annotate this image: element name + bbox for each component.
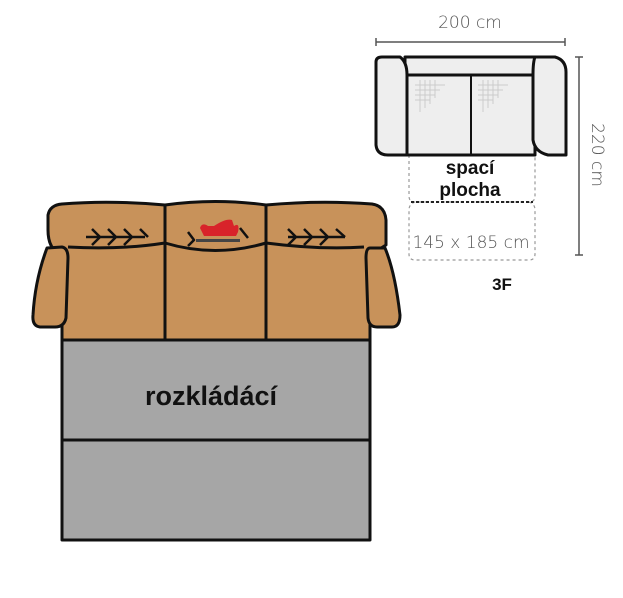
sleeping-area-size: 145 x 185 cm: [412, 233, 529, 253]
bed-label: rozkládácí: [145, 381, 279, 411]
sofa-backrest: [46, 200, 388, 342]
left-arm-top: [374, 55, 409, 157]
sofa-front-view: [31, 200, 402, 542]
sleeping-area-label: plocha: [439, 180, 501, 201]
backrest-seam: [67, 241, 365, 252]
red-sofa-logo-icon: [196, 219, 240, 242]
width-label: 200 cm: [438, 13, 502, 33]
model-code: 3F: [492, 275, 512, 294]
cushion-texture-icon: [415, 80, 508, 112]
right-armrest: [364, 246, 402, 329]
sleeping-area-outline: [408, 155, 536, 261]
sleeping-area-label: spací: [446, 158, 495, 179]
right-arm-top: [531, 55, 568, 157]
stitch-icon: [86, 227, 346, 247]
depth-label: 220 cm: [587, 123, 607, 187]
left-armrest: [31, 245, 70, 329]
sofa-top-view: 200 cm 220 cm spací plocha 145 x 185 cm …: [374, 13, 607, 294]
